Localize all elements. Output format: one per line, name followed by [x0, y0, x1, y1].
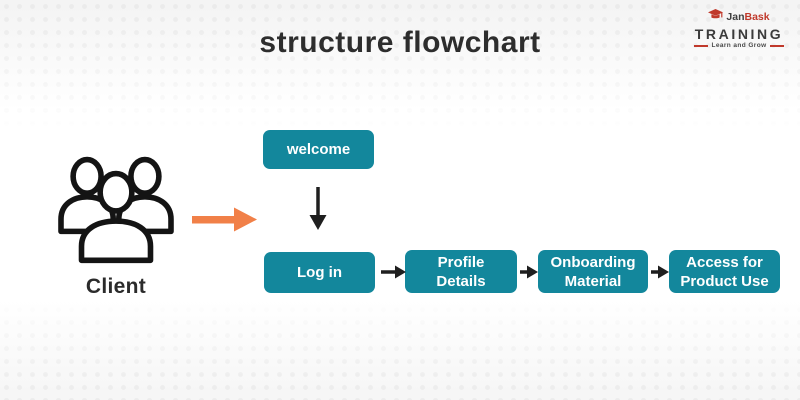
- halftone-pattern-bottom: [0, 300, 800, 400]
- node-access-for-product-use: Access for Product Use: [669, 250, 780, 293]
- client-flow-arrow-icon: [192, 207, 257, 232]
- janbask-training-logo: JanBask TRAINING Learn and Grow: [690, 9, 788, 50]
- client-label: Client: [85, 275, 147, 298]
- node-login: Log in: [264, 252, 375, 293]
- graduation-cap-icon: [708, 9, 724, 25]
- halftone-pattern-top: [0, 0, 800, 135]
- tagline-dash-right: [769, 45, 784, 48]
- node-onboarding-material: Onboarding Material: [538, 250, 648, 293]
- logo-word: TRAINING: [694, 26, 784, 42]
- clients-group-icon: [54, 156, 178, 268]
- client-actor: Client: [52, 154, 180, 299]
- logo-brand-text: JanBask: [726, 10, 770, 23]
- node-profile-details: Profile Details: [405, 250, 517, 293]
- node-welcome: welcome: [263, 130, 374, 169]
- logo-tagline: Learn and Grow: [690, 42, 788, 50]
- tagline-dash-left: [694, 45, 709, 48]
- page-title: structure flowchart: [259, 26, 541, 59]
